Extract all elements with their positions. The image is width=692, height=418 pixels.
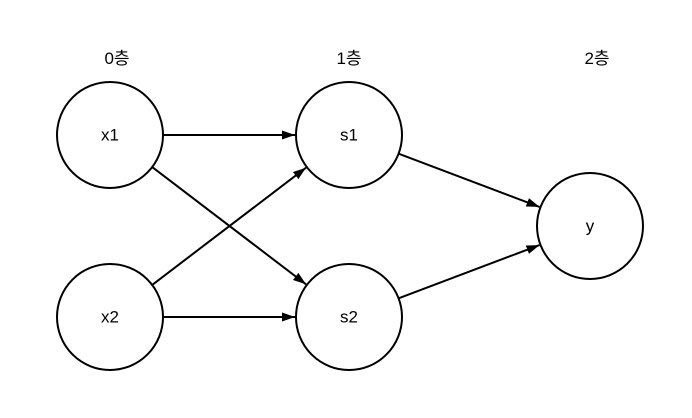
node-s1: s1 <box>295 81 403 189</box>
layer-label-0: 0층 <box>104 49 129 68</box>
node-x1: x1 <box>56 81 164 189</box>
edge-s1-to-y <box>398 152 540 208</box>
node-y-label: y <box>586 217 595 236</box>
node-x1-label: x1 <box>101 126 119 145</box>
node-s2-label: s2 <box>340 308 358 327</box>
layer-label-2: 2층 <box>584 49 609 68</box>
node-y-circle <box>536 172 644 280</box>
node-s2: s2 <box>295 263 403 371</box>
node-x2-label: x2 <box>101 308 119 327</box>
node-s1-label: s1 <box>340 126 358 145</box>
node-s2-circle <box>295 263 403 371</box>
layer-label-1: 1층 <box>336 49 361 68</box>
node-x1-circle <box>56 81 164 189</box>
node-s1-circle <box>295 81 403 189</box>
edge-x2-to-s1 <box>151 166 307 286</box>
node-x2-circle <box>56 263 164 371</box>
edge-s2-to-y <box>398 244 540 300</box>
node-y: y <box>536 172 644 280</box>
node-x2: x2 <box>56 263 164 371</box>
